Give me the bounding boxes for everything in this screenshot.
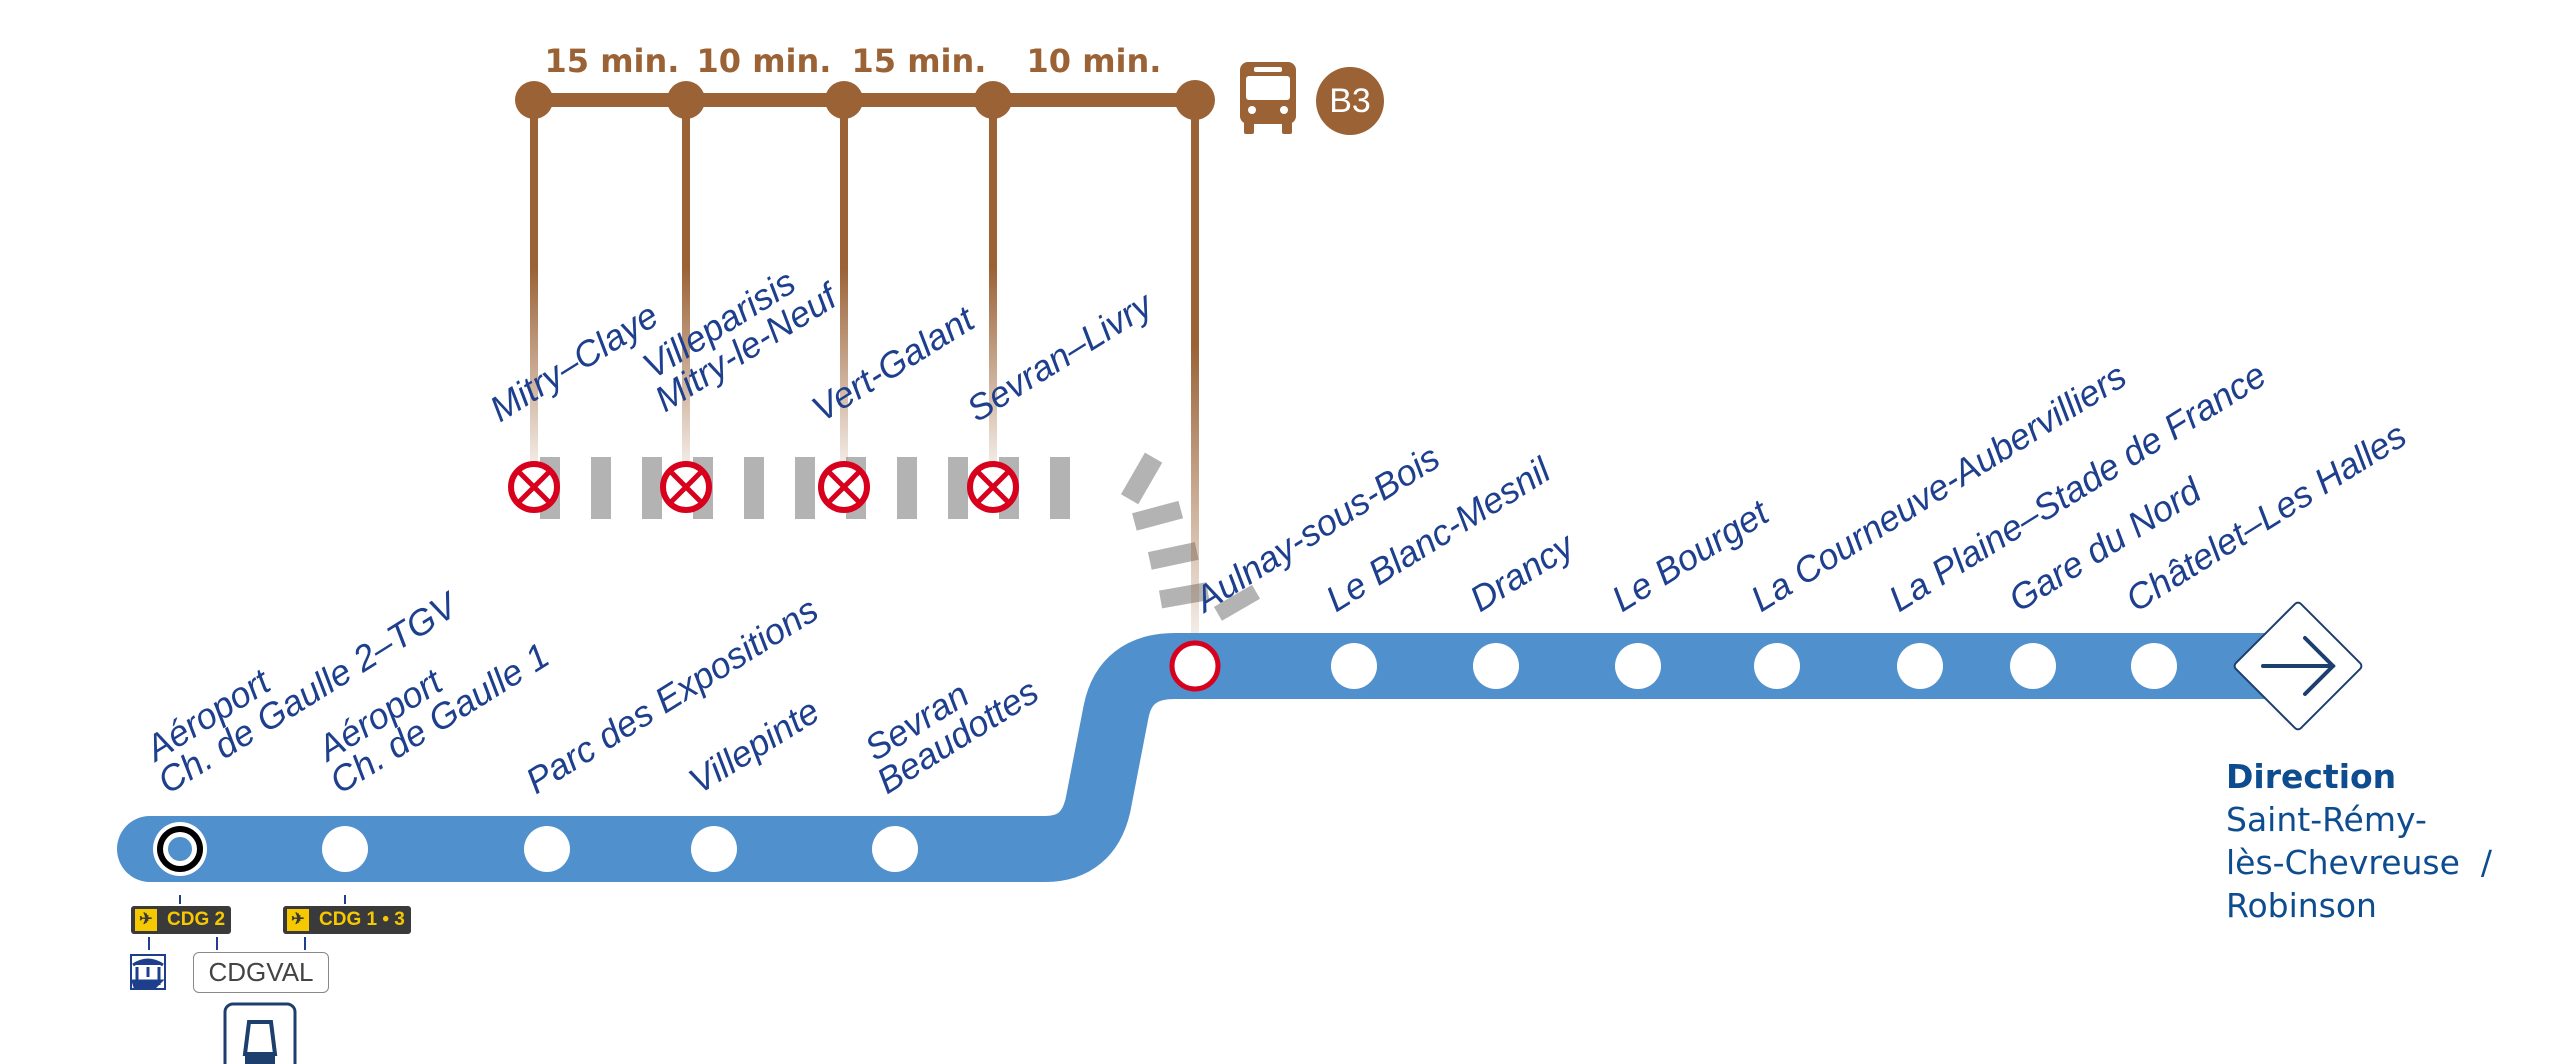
station-dot[interactable] [872,826,918,872]
bus-line-badge[interactable]: B3 [1316,67,1384,135]
direction-line-2: lès-Chevreuse / [2226,843,2493,882]
cdg13-badge: ✈ CDG 1 • 3 [283,906,411,934]
bus-stop [1175,80,1215,120]
direction-heading: Direction [2226,757,2397,796]
cdg2-badge: ✈ CDG 2 [131,906,232,934]
station-dot[interactable] [322,826,368,872]
direction-line-3: Robinson [2226,886,2377,925]
closed-station-markers [508,461,1019,513]
station-dot[interactable] [1615,643,1661,689]
rer-line-track [117,633,2333,882]
plane-icon: ✈ [287,909,309,931]
direction-line-1: Saint-Rémy- [2226,800,2427,839]
closed-track-dash [744,457,764,519]
station-dot[interactable] [1473,643,1519,689]
connection-ticks [148,895,346,950]
station-dot[interactable] [524,826,570,872]
bus-interval-1: 15 min. [544,42,680,80]
closed-station-icon[interactable] [508,461,560,513]
automatic-metro-icon [223,1002,297,1064]
direction-arrow-marker[interactable] [2233,601,2363,731]
cdg13-badge-label: CDG 1 • 3 [319,909,405,930]
bus-stop [825,81,863,119]
bus-interval-4: 10 min. [1026,42,1162,80]
closed-track [540,452,1261,621]
closed-track-dash [642,457,662,519]
closed-station-icon[interactable] [660,461,712,513]
tgv-station-icon [130,954,166,990]
bus-line-b3 [515,80,1215,645]
station-dot[interactable] [153,822,207,876]
closed-track-dash [795,457,815,519]
station-dot[interactable] [2010,643,2056,689]
bus-stop [515,81,553,119]
plane-icon: ✈ [135,909,157,931]
closed-track-dash [591,457,611,519]
station-dot[interactable] [691,826,737,872]
closed-track-dash [897,457,917,519]
bus-interval-2: 10 min. [696,42,832,80]
arrow-right-icon [2261,636,2336,696]
station-dot[interactable] [1169,640,1221,692]
station-dot[interactable] [2131,643,2177,689]
bus-stop [667,81,705,119]
cdgval-box[interactable]: CDGVAL [193,952,329,993]
closed-station-icon[interactable] [967,461,1019,513]
direction-block: Direction Saint-Rémy- lès-Chevreuse / Ro… [2226,755,2492,927]
station-dot[interactable] [1754,643,1800,689]
closed-track-dash [1050,457,1070,519]
bus-icon [1240,62,1296,134]
closed-track-dash [948,457,968,519]
station-dot[interactable] [1331,643,1377,689]
bus-interval-3: 15 min. [851,42,987,80]
cdg2-badge-label: CDG 2 [167,909,226,930]
bus-stop [974,81,1012,119]
closed-station-icon[interactable] [818,461,870,513]
station-dot[interactable] [1897,643,1943,689]
